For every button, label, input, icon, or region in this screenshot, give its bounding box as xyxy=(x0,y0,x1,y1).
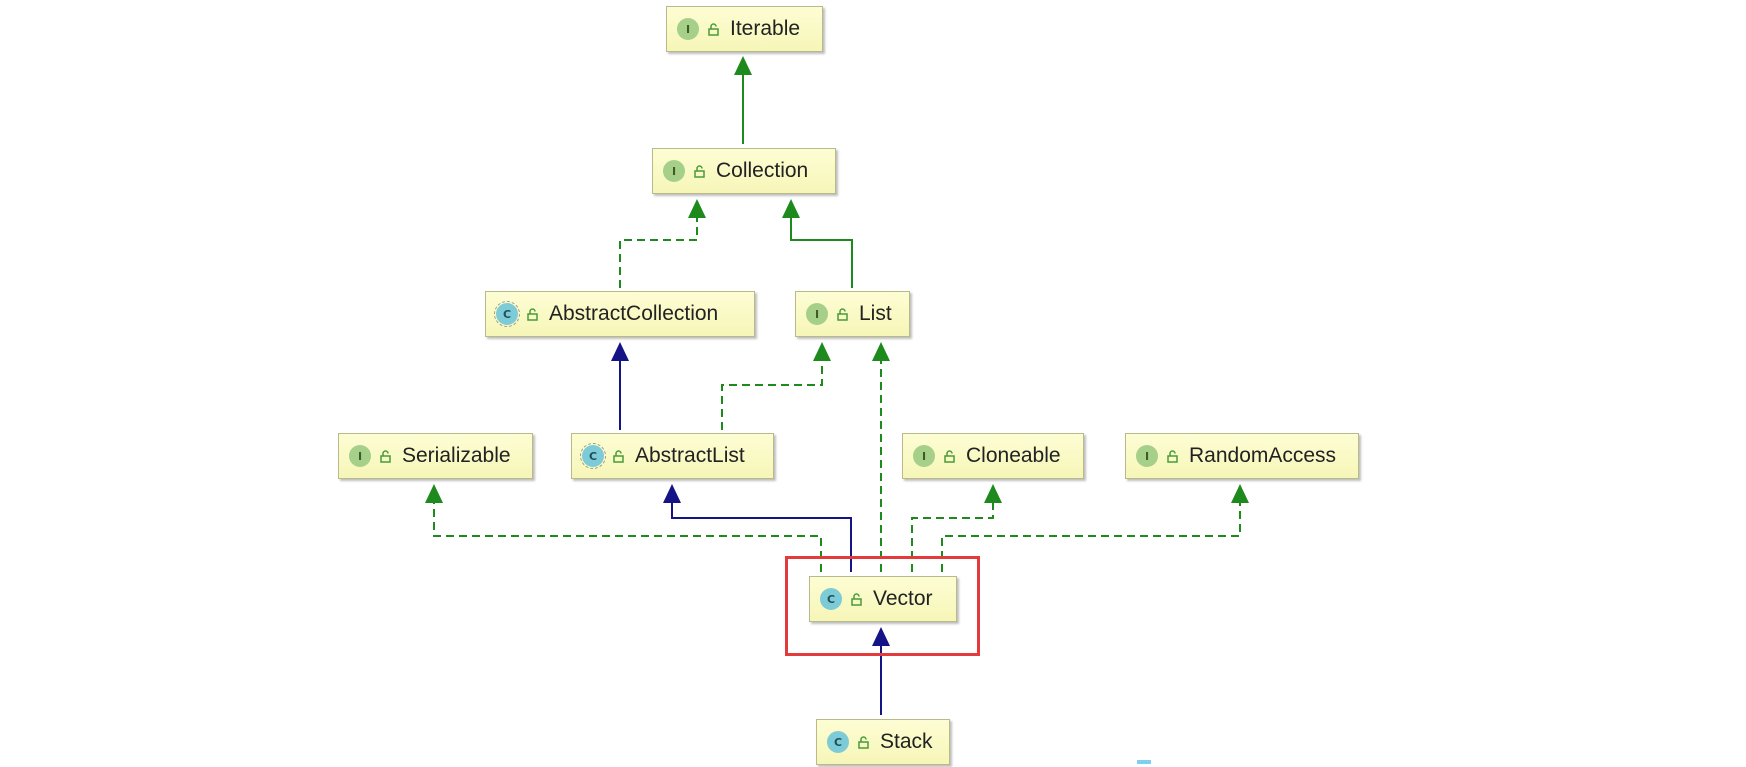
arrowhead-collection-left xyxy=(688,199,706,218)
unlocked-icon xyxy=(693,164,707,178)
edge-vector-cloneable xyxy=(911,500,994,572)
arrowhead-list-right xyxy=(872,342,890,361)
edge-abstractcollection-collection xyxy=(619,215,698,288)
interface-badge-icon: I xyxy=(1136,445,1158,467)
arrowhead-collection-right xyxy=(782,199,800,218)
unlocked-icon xyxy=(850,592,864,606)
unlocked-icon xyxy=(943,449,957,463)
unlocked-icon xyxy=(707,22,721,36)
interface-badge-icon: I xyxy=(663,160,685,182)
unlocked-icon xyxy=(526,307,540,321)
arrowhead-abstractlist xyxy=(663,484,681,503)
node-iterable[interactable]: I Iterable xyxy=(666,6,823,52)
arrowhead-serializable xyxy=(425,484,443,503)
vector-highlight-box xyxy=(785,556,980,656)
node-label: Cloneable xyxy=(966,444,1061,467)
arrowhead-vector xyxy=(872,627,890,646)
arrowhead-cloneable xyxy=(984,484,1002,503)
node-label: Stack xyxy=(880,730,933,753)
node-label: Iterable xyxy=(730,17,801,40)
edge-abstractlist-list xyxy=(721,358,823,430)
node-label: RandomAccess xyxy=(1189,444,1337,467)
node-abstract-list[interactable]: C AbstractList xyxy=(571,433,774,479)
node-abstract-collection[interactable]: C AbstractCollection xyxy=(485,291,755,337)
edge-vector-abstractlist xyxy=(671,500,852,572)
node-label: AbstractCollection xyxy=(549,302,719,325)
node-label: Vector xyxy=(873,587,933,610)
node-list[interactable]: I List xyxy=(795,291,910,337)
node-stack[interactable]: C Stack xyxy=(816,719,950,765)
node-cloneable[interactable]: I Cloneable xyxy=(902,433,1084,479)
edge-vector-serializable xyxy=(433,500,822,572)
unlocked-icon xyxy=(857,735,871,749)
decorative-mark xyxy=(1137,760,1151,764)
unlocked-icon xyxy=(379,449,393,463)
node-random-access[interactable]: I RandomAccess xyxy=(1125,433,1359,479)
unlocked-icon xyxy=(836,307,850,321)
edge-vector-randomaccess xyxy=(941,500,1241,572)
abstract-class-badge-icon: C xyxy=(580,443,606,469)
class-badge-icon: C xyxy=(827,731,849,753)
arrowhead-randomaccess xyxy=(1231,484,1249,503)
node-collection[interactable]: I Collection xyxy=(652,148,836,194)
edge-list-collection xyxy=(790,215,853,288)
node-vector[interactable]: C Vector xyxy=(809,576,957,622)
interface-badge-icon: I xyxy=(349,445,371,467)
node-label: AbstractList xyxy=(635,444,745,467)
arrowhead-iterable xyxy=(734,56,752,75)
node-label: Serializable xyxy=(402,444,511,467)
interface-badge-icon: I xyxy=(913,445,935,467)
unlocked-icon xyxy=(612,449,626,463)
unlocked-icon xyxy=(1166,449,1180,463)
class-badge-icon: C xyxy=(820,588,842,610)
interface-badge-icon: I xyxy=(677,18,699,40)
node-label: Collection xyxy=(716,159,809,182)
node-serializable[interactable]: I Serializable xyxy=(338,433,533,479)
interface-badge-icon: I xyxy=(806,303,828,325)
arrowhead-list-left xyxy=(813,342,831,361)
arrowhead-abstractcollection xyxy=(611,342,629,361)
abstract-class-badge-icon: C xyxy=(494,301,520,327)
node-label: List xyxy=(859,302,892,325)
